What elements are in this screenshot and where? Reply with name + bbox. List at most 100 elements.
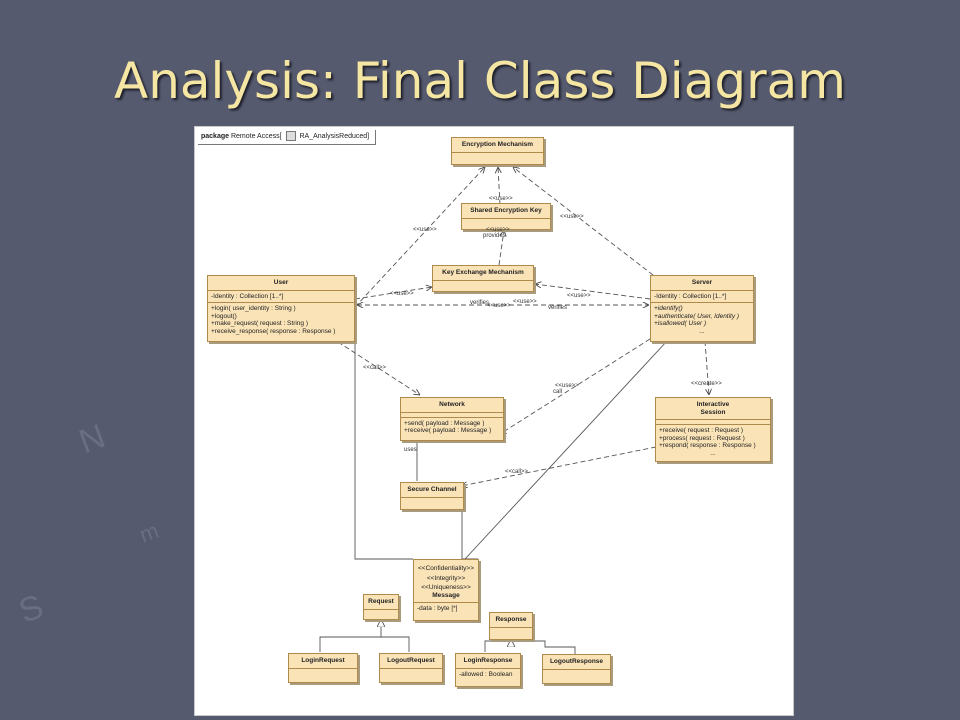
class-name: Interactive Session [656, 398, 770, 420]
class-name: Encryption Mechanism [452, 138, 543, 153]
package-tab: package Remote Access[ RA_AnalysisReduce… [198, 130, 377, 145]
class-server[interactable]: Server -Identity : Collection [1..*] +id… [650, 275, 754, 342]
class-name: Network [401, 398, 503, 413]
class-name: Response [490, 613, 532, 628]
diagram-icon [285, 131, 296, 142]
class-name: Server [651, 276, 753, 291]
operation: +receive( payload : Message ) [404, 427, 492, 434]
attributes-section [401, 413, 503, 418]
gen-logoutrequest [381, 636, 410, 652]
operation: +respond( response : Response ) [659, 442, 756, 449]
label-use-server-encryption: <<use>> [560, 214, 584, 220]
class-user[interactable]: User -Identity : Collection [1..*] +logi… [207, 275, 355, 342]
label-use-shared-encryption: <<use>> [489, 196, 513, 202]
dep-server-network [500, 338, 651, 434]
stereotype: <<Integrity>> [426, 574, 466, 582]
class-logoutrequest[interactable]: LogoutRequest [379, 653, 443, 683]
dep-shared-encryption [498, 167, 500, 206]
class-name-text: Message [432, 591, 460, 599]
class-loginresponse[interactable]: LoginResponse -allowed : Boolean [455, 653, 521, 687]
operation: +identify() [654, 305, 683, 312]
dep-server-kex [535, 284, 651, 300]
stereotype: <<Uniqueness>> [421, 584, 471, 591]
background-watermark-m: m [136, 517, 162, 548]
label-create-session: <<create>> [691, 381, 722, 387]
attribute: -Identity : Collection [1..*] [211, 292, 284, 300]
operation: +receive( request : Request ) [659, 427, 743, 434]
operation: +process( request : Request ) [659, 434, 745, 442]
label-provides: provides [483, 233, 506, 239]
operations-section: +send( payload : Message ) +receive( pay… [401, 418, 503, 437]
class-message[interactable]: <<Confidentiality>> <<Integrity>> <<Uniq… [413, 559, 479, 621]
attribute: -data : byte [*] [417, 605, 458, 612]
attributes-section: -Identity : Collection [1..*] [651, 291, 753, 303]
label-call-user-network: <<call>> [363, 365, 387, 371]
attribute: -Identity : Collection [1..*] [654, 292, 727, 300]
gen-loginresponse [484, 639, 511, 652]
class-name: Request [364, 595, 398, 610]
label-use-server-network: <<use>> [555, 383, 579, 389]
class-name: LoginRequest [289, 654, 357, 669]
class-network[interactable]: Network +send( payload : Message ) +rece… [400, 397, 504, 441]
class-name: LogoutResponse [543, 655, 610, 670]
operations-section: +identify() +authenticate( User, Identit… [651, 303, 753, 337]
operation: +login( user_identity : String ) [211, 305, 296, 312]
attributes-section [656, 420, 770, 425]
class-name: Shared Encryption Key [462, 204, 550, 219]
attributes-section: -data : byte [*] [414, 603, 478, 615]
class-name: Secure Channel [401, 483, 463, 498]
dep-session-channel [461, 446, 657, 486]
class-name: LogoutRequest [380, 654, 442, 669]
dep-kex-shared [498, 230, 504, 266]
dep-user-network [337, 341, 420, 395]
label-verifies-right: verifies [548, 305, 568, 311]
package-name: Remote Access [230, 133, 280, 140]
label-use-kex-shared: <<use>> [486, 227, 510, 233]
label-use-mid-left: <<use>> [487, 303, 511, 309]
label-verifies-left: verifies [470, 300, 490, 306]
dep-user-kex [354, 287, 432, 300]
operation: ... [699, 327, 705, 335]
background-watermark-s: S [14, 587, 49, 631]
slide-title: Analysis: Final Class Diagram [114, 52, 846, 110]
background-watermark-n: N [74, 416, 111, 462]
operations-section: +receive( request : Request ) +process( … [656, 425, 770, 459]
gen-loginrequest [319, 619, 381, 652]
diagram-name: RA_AnalysisReduced [299, 133, 368, 140]
class-request[interactable]: Request [363, 594, 399, 620]
label-use-server-kex: <<use>> [567, 293, 591, 299]
label-use-user-encryption: <<use>> [413, 227, 437, 233]
operation: +receive_response( response : Response ) [211, 327, 336, 335]
assoc-server-message [464, 340, 668, 560]
operations-section: +login( user_identity : String ) +logout… [208, 303, 354, 337]
attributes-section: -allowed : Boolean [456, 669, 520, 681]
class-name: <<Confidentiality>> <<Integrity>> <<Uniq… [414, 560, 478, 603]
operation: ... [710, 449, 716, 457]
label-use-user-kex: <<use>> [390, 291, 414, 297]
attribute: -allowed : Boolean [459, 670, 513, 678]
class-shared-encryption-key[interactable]: Shared Encryption Key [461, 203, 551, 230]
class-secure-channel[interactable]: Secure Channel [400, 482, 464, 510]
class-response[interactable]: Response [489, 612, 533, 640]
class-loginrequest[interactable]: LoginRequest [288, 653, 358, 683]
gen-logoutresponse [511, 640, 576, 654]
class-interactive-session[interactable]: Interactive Session +receive( request : … [655, 397, 771, 462]
assoc-channel-message [461, 509, 478, 560]
class-name: Key Exchange Mechanism [433, 266, 533, 281]
dep-server-session [704, 340, 709, 395]
class-name: LoginResponse [456, 654, 520, 669]
stereotype: <<Confidentiality>> [417, 565, 474, 572]
operation: +isallowed( User ) [654, 320, 707, 327]
package-keyword: package [201, 133, 230, 140]
class-diagram: package Remote Access[ RA_AnalysisReduce… [194, 126, 794, 716]
class-name-line: Interactive [696, 401, 730, 408]
operation: +make_request( request : String ) [211, 320, 309, 327]
class-key-exchange-mechanism[interactable]: Key Exchange Mechanism [432, 265, 534, 292]
class-encryption-mechanism[interactable]: Encryption Mechanism [451, 137, 544, 165]
label-call-server-network: call [553, 389, 563, 395]
label-call-session-channel: <<call>> [505, 469, 529, 475]
operation: +logout() [211, 312, 237, 320]
class-logoutresponse[interactable]: LogoutResponse [542, 654, 611, 684]
operation: +authenticate( User, Identity ) [654, 312, 740, 320]
label-use-mid-right: <<use>> [513, 299, 537, 305]
